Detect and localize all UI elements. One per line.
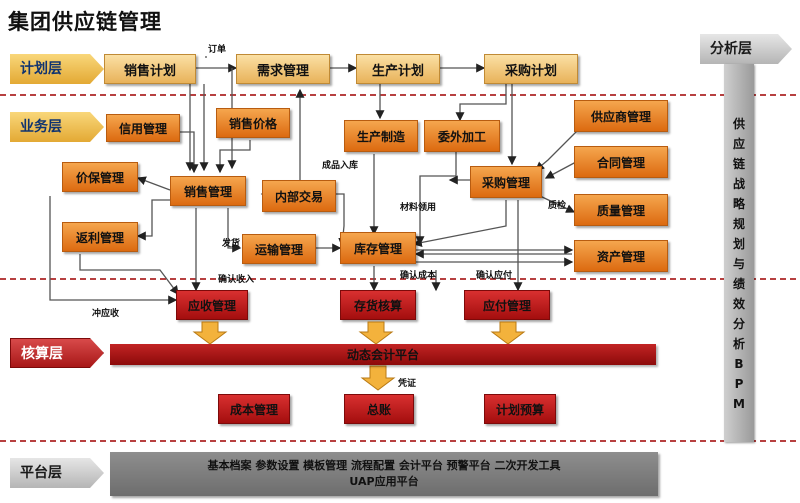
analysis-side-char: 划 (732, 237, 745, 251)
node-general-ledger: 总账 (344, 394, 414, 424)
analysis-side-char: P (734, 377, 744, 391)
platform-line-1: 基本档案 参数设置 模板管理 流程配置 会计平台 预警平台 二次开发工具 (207, 459, 561, 472)
dynamic-accounting-platform: 动态会计平台 (110, 344, 656, 365)
separator-accounting-platform (0, 440, 796, 442)
analysis-side-char: 链 (732, 157, 745, 171)
arrow-receivable-down (192, 321, 228, 345)
analysis-side-char: 绩 (732, 277, 745, 291)
label-material-use: 材料领用 (400, 203, 437, 213)
analysis-side-char: 略 (732, 197, 745, 211)
label-confirm-cost: 确认成本 (400, 271, 437, 281)
separator-business-accounting (0, 278, 796, 280)
node-outsourcing: 委外加工 (424, 120, 500, 152)
analysis-side-char: 应 (732, 137, 745, 151)
label-order: 订单 (208, 45, 227, 55)
node-internal-trade: 内部交易 (262, 180, 336, 212)
analysis-side-char: 战 (732, 177, 745, 191)
analysis-side-char: M (733, 397, 745, 411)
analysis-side-char: B (734, 357, 744, 371)
label-finished-in: 成品入库 (322, 161, 359, 171)
node-inventory-accounting: 存货核算 (340, 290, 416, 320)
node-demand-mgmt: 需求管理 (236, 54, 330, 84)
node-production-mfg: 生产制造 (344, 120, 418, 152)
analysis-side-char: 析 (732, 337, 745, 351)
page-title: 集团供应链管理 (8, 10, 162, 34)
analysis-side-char: 与 (732, 257, 745, 271)
node-purchase-plan: 采购计划 (484, 54, 578, 84)
node-quality-mgmt: 质量管理 (574, 194, 668, 226)
label-confirm-income: 确认收入 (218, 275, 255, 285)
label-confirm-payable: 确认应付 (476, 271, 513, 281)
analysis-side-char: 分 (732, 317, 745, 331)
node-plan-budget: 计划预算 (484, 394, 556, 424)
node-transport-mgmt: 运输管理 (242, 234, 316, 264)
node-sales-price: 销售价格 (216, 108, 290, 138)
label-voucher: 凭证 (398, 379, 417, 389)
node-contract-mgmt: 合同管理 (574, 146, 668, 178)
arrow-voucher-down (360, 365, 396, 391)
analysis-side-char: 供 (732, 117, 745, 131)
node-receivable-mgmt: 应收管理 (176, 290, 248, 320)
platform-line-2: UAP应用平台 (349, 475, 419, 488)
layer-tag-platform: 平台层 (10, 458, 104, 488)
layer-tag-business: 业务层 (10, 112, 104, 142)
node-cost-mgmt: 成本管理 (218, 394, 290, 424)
node-purchase-mgmt: 采购管理 (470, 166, 542, 198)
analysis-side-char: 效 (732, 297, 745, 311)
node-asset-mgmt: 资产管理 (574, 240, 668, 272)
node-sales-mgmt: 销售管理 (170, 176, 246, 206)
label-qc: 质检 (548, 201, 567, 211)
node-inventory-mgmt: 库存管理 (340, 232, 416, 264)
layer-tag-plan: 计划层 (10, 54, 104, 84)
node-payable-mgmt: 应付管理 (464, 290, 550, 320)
label-offset-receivable: 冲应收 (92, 309, 120, 319)
uap-platform-bar: 基本档案 参数设置 模板管理 流程配置 会计平台 预警平台 二次开发工具 UAP… (110, 452, 658, 496)
layer-tag-accounting: 核算层 (10, 338, 104, 368)
arrow-inventory-down (358, 321, 394, 345)
node-sales-plan: 销售计划 (104, 54, 196, 84)
layer-tag-analysis: 分析层 (700, 34, 792, 64)
node-rebate-mgmt: 返利管理 (62, 222, 138, 252)
separator-plan-business (0, 94, 796, 96)
analysis-side-char: 规 (732, 217, 745, 231)
node-supplier-mgmt: 供应商管理 (574, 100, 668, 132)
arrow-payable-down (490, 321, 526, 345)
node-production-plan: 生产计划 (356, 54, 440, 84)
node-price-protect: 价保管理 (62, 162, 138, 192)
label-ship: 发货 (222, 239, 241, 249)
node-credit-mgmt: 信用管理 (106, 114, 180, 142)
